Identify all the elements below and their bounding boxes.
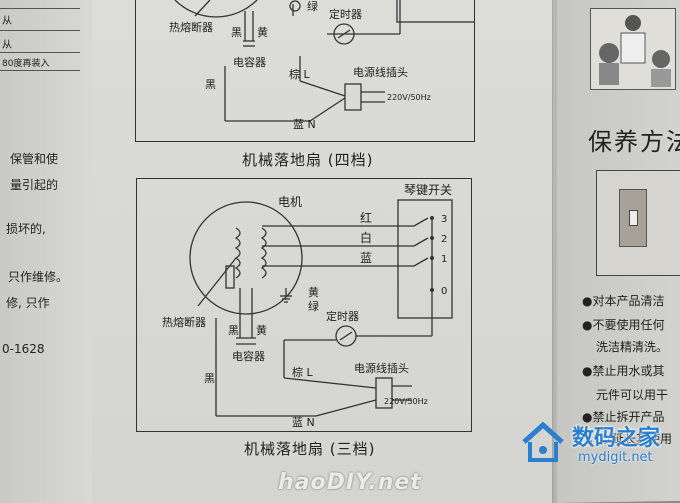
- bullet-line: 元件可以用干: [596, 388, 669, 402]
- label-blue: 蓝: [360, 251, 372, 265]
- house-logo-icon: [520, 420, 566, 466]
- label-green: 绿: [308, 299, 319, 313]
- label-position-1: 1: [441, 254, 447, 265]
- table-rule: [0, 70, 80, 71]
- wiring-diagram-three-speed-svg: 电机 琴键开关 红 白 蓝 3 2 1 0 黄 绿 热熔断器 定时器 黑 黄 电…: [162, 183, 453, 429]
- wiring-diagram-four-speed: 热熔断器 黑 黄 电容器 绿 定时器 黑 棕 L 电源线插头 220V/50Hz…: [135, 0, 475, 142]
- left-line: 只作维修。: [8, 270, 69, 284]
- diagram-caption-three-speed: 机械落地扇 (三档): [244, 440, 376, 458]
- label-voltage: 220V/50Hz: [384, 397, 428, 406]
- left-line: 0-1628: [2, 342, 45, 356]
- left-line: 量引起的: [10, 178, 59, 192]
- label-brown-l: 棕 L: [292, 365, 313, 379]
- label-yellow: 黄: [257, 25, 268, 39]
- label-yellow: 黄: [256, 323, 267, 337]
- bullet-line: ，以延长其使用: [588, 432, 673, 446]
- label-power-plug: 电源线插头: [354, 361, 409, 375]
- label-motor: 电机: [278, 195, 302, 209]
- wiring-diagram-three-speed: 电机 琴键开关 红 白 蓝 3 2 1 0 黄 绿 热熔断器 定时器 黑 黄 电…: [136, 178, 472, 432]
- watermark-site-name: 数码之家: [572, 426, 661, 451]
- bullet-line: ●禁止拆开产品: [582, 410, 665, 424]
- left-line: 从: [2, 16, 12, 27]
- label-yellow: 黄: [308, 285, 319, 299]
- bullet-line: 洗洁精清洗。: [596, 340, 669, 354]
- watermark-hd-mark: haoDIY.net: [278, 470, 422, 495]
- label-capacitor: 电容器: [233, 55, 266, 69]
- label-capacitor: 电容器: [232, 349, 265, 363]
- label-power-plug: 电源线插头: [353, 65, 408, 79]
- left-line: 损坏的,: [6, 222, 46, 236]
- wiring-diagram-four-speed-svg: 热熔断器 黑 黄 电容器 绿 定时器 黑 棕 L 电源线插头 220V/50Hz…: [169, 0, 475, 131]
- bullet-line: ●对本产品清洁: [582, 294, 665, 308]
- page-fold-shadow: [552, 0, 558, 503]
- watermark-site-url: mydigit.net: [578, 450, 653, 465]
- label-black: 黑: [204, 372, 215, 385]
- left-line: 修, 只作: [6, 296, 50, 310]
- label-thermal-fuse: 热熔断器: [162, 315, 206, 329]
- label-red: 红: [360, 210, 372, 225]
- left-line: 保管和使: [10, 152, 59, 166]
- left-line: 从: [2, 40, 12, 51]
- label-switch: 琴键开关: [404, 183, 452, 197]
- table-rule: [0, 8, 80, 9]
- label-brown-l: 棕 L: [289, 67, 310, 81]
- label-black: 黑: [228, 324, 239, 337]
- label-timer: 定时器: [326, 309, 359, 323]
- bullet-line: ●禁止用水或其: [582, 364, 665, 378]
- label-timer: 定时器: [329, 7, 362, 21]
- label-blue-n: 蓝 N: [292, 416, 315, 429]
- label-green: 绿: [307, 0, 318, 13]
- label-voltage: 220V/50Hz: [387, 93, 431, 102]
- label-blue-n: 蓝 N: [293, 118, 316, 131]
- switch-illustration-frame: [596, 170, 680, 276]
- label-position-0: 0: [441, 286, 447, 297]
- left-line: 80度再装入: [2, 59, 50, 69]
- section-heading: 保养方法: [588, 128, 680, 156]
- diagram-caption-four-speed: 机械落地扇 (四档): [242, 151, 374, 169]
- label-position-2: 2: [441, 234, 447, 245]
- wall-switch-icon: [619, 189, 647, 247]
- left-page: [0, 0, 92, 503]
- label-position-3: 3: [441, 214, 447, 225]
- center-page: [92, 0, 562, 503]
- table-rule: [0, 52, 80, 53]
- label-thermal-fuse: 热熔断器: [169, 20, 213, 34]
- label-white: 白: [360, 230, 372, 245]
- nurse-illustration-icon: [590, 8, 676, 90]
- label-black: 黑: [205, 78, 216, 91]
- table-rule: [0, 30, 80, 31]
- label-black: 黑: [231, 26, 242, 39]
- bullet-line: ●不要使用任何: [582, 318, 665, 332]
